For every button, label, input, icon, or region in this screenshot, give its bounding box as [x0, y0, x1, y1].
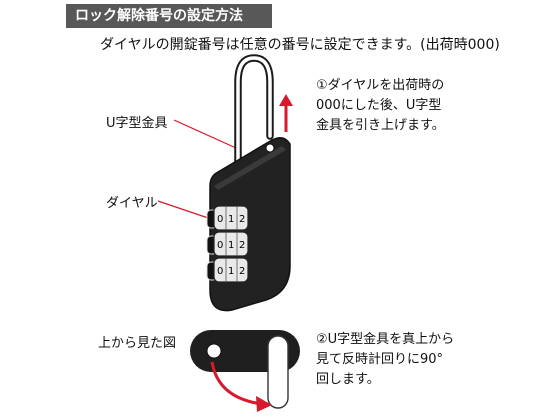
- step-2-line: 見て反時計回りに90°: [316, 352, 444, 367]
- shackle-hole-icon: [206, 343, 222, 359]
- dial-digit: 1: [228, 240, 234, 251]
- dial-wheel[interactable]: 0 1 2: [206, 257, 249, 283]
- dial-digit: 0: [217, 266, 223, 277]
- section-title: ロック解除番号の設定方法: [66, 4, 272, 28]
- dial-wheel[interactable]: 0 1 2: [206, 231, 249, 257]
- shackle: [234, 54, 274, 178]
- step-2-text: ②U字型金具を真上から 見て反時計回りに90° 回します。: [316, 330, 454, 390]
- step-2-line: ②U字型金具を真上から: [316, 332, 455, 347]
- step-2-line: 回します。: [316, 372, 380, 387]
- dial-digit: 2: [239, 214, 245, 225]
- dial-digit: 2: [239, 266, 245, 277]
- intro-text: ダイヤルの開錠番号は任意の番号に設定できます。(出荷時000): [100, 37, 500, 53]
- rotate-arrow-icon: [210, 361, 272, 412]
- dial-digit: 1: [228, 214, 234, 225]
- dial-digit: 0: [217, 240, 223, 251]
- dial-label: ダイヤル: [106, 196, 158, 211]
- dial-leader-line: [157, 200, 215, 221]
- shackle-leader-line: [173, 119, 237, 149]
- step-1-line: 000にした後、U字型: [316, 98, 442, 113]
- dial-wheels[interactable]: 0 1 2 0 1 2 0 1 2: [206, 205, 249, 283]
- step-1-line: ①ダイヤルを出荷時の: [316, 78, 445, 93]
- dial-digit: 1: [228, 266, 234, 277]
- dial-digit: 2: [239, 240, 245, 251]
- dial-wheel[interactable]: 0 1 2: [206, 205, 249, 231]
- shackle-label: U字型金具: [106, 116, 168, 131]
- shackle-hole-icon: [265, 143, 275, 153]
- top-view-label: 上から見た図: [98, 336, 177, 351]
- rotated-shackle: [267, 335, 289, 409]
- step-1-text: ①ダイヤルを出荷時の 000にした後、U字型 金具を引き上げます。: [316, 76, 445, 136]
- top-view-illustration: [190, 330, 300, 412]
- pull-up-arrow-icon: [279, 94, 293, 132]
- step-1-line: 金具を引き上げます。: [316, 118, 445, 133]
- dial-digit: 0: [217, 214, 223, 225]
